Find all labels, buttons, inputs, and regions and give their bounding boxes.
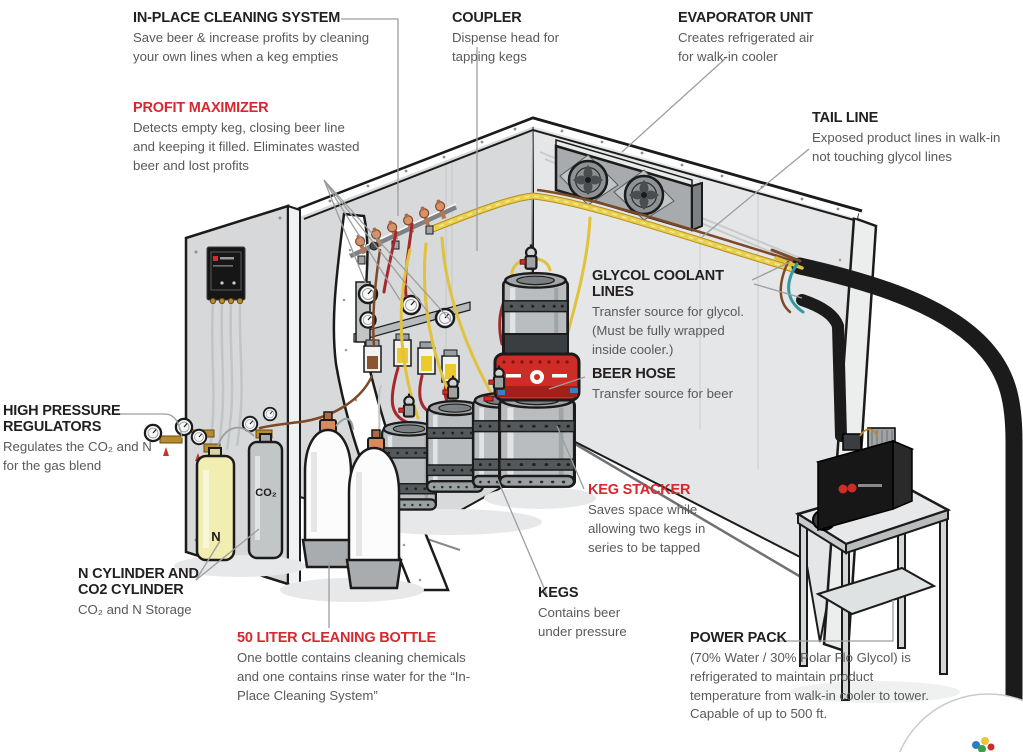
callout-body: Transfer source for glycol. (Must be ful… <box>592 304 744 357</box>
keg-stacker-band <box>493 352 581 402</box>
evaporator-fan <box>567 159 609 201</box>
callout-title: EVAPORATOR UNIT <box>678 10 813 26</box>
callout-coupler: COUPLER Dispense head for tapping kegs <box>452 10 584 67</box>
callout-glycol-coolant-lines: GLYCOL COOLANT LINES Transfer source for… <box>592 268 756 360</box>
callout-body: Contains beer under pressure <box>538 605 627 639</box>
callout-n-and-co2-cylinder: N CYLINDER AND CO2 CYLINDER CO₂ and N St… <box>78 566 238 620</box>
callout-evaporator-unit: EVAPORATOR UNIT Creates refrigerated air… <box>678 10 830 67</box>
cleaning-bottle <box>345 429 403 590</box>
floor-edge-right <box>547 426 807 582</box>
callout-body: One bottle contains cleaning chemicals a… <box>237 650 471 703</box>
callout-title: KEGS <box>538 585 579 601</box>
callout-title: POWER PACK <box>690 630 787 646</box>
callout-body: (70% Water / 30% Polar Flo Glycol) is re… <box>690 650 929 722</box>
callout-kegs: KEGS Contains beer under pressure <box>538 585 648 642</box>
callout-body: Detects empty keg, closing beer line and… <box>133 120 360 173</box>
watermark-badge <box>899 693 1023 752</box>
co2-cylinder-label: CO₂ <box>255 487 277 499</box>
callout-title: IN-PLACE CLEANING SYSTEM <box>133 10 341 26</box>
keg-stack <box>493 271 581 489</box>
callout-body: Save beer & increase profits by cleaning… <box>133 30 370 64</box>
glycol-wall-line <box>428 188 804 276</box>
callout-power-pack: POWER PACK (70% Water / 30% Polar Flo Gl… <box>690 630 930 724</box>
callout-tail-line: TAIL LINE Exposed product lines in walk-… <box>812 110 1018 167</box>
callout-body: Exposed product lines in walk-in not tou… <box>812 130 1001 164</box>
n-cylinder-label: N <box>211 529 220 544</box>
callout-keg-stacker: KEG STACKER Saves space while allowing t… <box>588 482 726 557</box>
callout-in-place-cleaning-system: IN-PLACE CLEANING SYSTEM Save beer & inc… <box>133 10 395 67</box>
parked-couplers <box>355 199 447 255</box>
callout-body: Dispense head for tapping kegs <box>452 30 560 64</box>
ceiling-rail <box>297 116 863 221</box>
profit-maximizer-fan-lines <box>323 179 453 323</box>
trunk-to-tower <box>791 257 1023 752</box>
callout-title: HIGH PRESSURE REGULATORS <box>3 403 121 436</box>
power-pack-table <box>790 482 960 703</box>
callout-body: Saves space while allowing two kegs in s… <box>588 502 706 555</box>
beer-wall-line <box>536 188 801 265</box>
evaporator-fan <box>623 174 665 216</box>
callout-title: TAIL LINE <box>812 110 879 126</box>
callout-title: PROFIT MAXIMIZER <box>133 100 269 116</box>
callout-title: 50 LITER CLEANING BOTTLE <box>237 630 437 646</box>
callout-high-pressure-regulators: HIGH PRESSURE REGULATORS Regulates the C… <box>3 403 165 476</box>
callout-beer-hose: BEER HOSE Transfer source for beer <box>592 366 767 404</box>
red-handle <box>483 395 494 402</box>
trunk-to-power-pack <box>796 294 847 442</box>
power-pack-unit <box>812 427 915 531</box>
callout-title: BEER HOSE <box>592 366 676 382</box>
callout-body: Transfer source for beer <box>592 386 733 402</box>
callout-title: KEG STACKER <box>588 482 691 498</box>
callout-title: N CYLINDER AND CO2 CYLINDER <box>78 566 199 599</box>
cleaning-bottles <box>301 411 403 590</box>
callout-body: Regulates the CO₂ and N for the gas blen… <box>3 439 152 474</box>
evaporator-unit-graphic <box>554 138 703 232</box>
co2-cylinder-graphic: CO₂ <box>247 433 284 560</box>
callout-profit-maximizer: PROFIT MAXIMIZER Detects empty keg, clos… <box>133 100 367 175</box>
fob-detectors <box>353 281 471 383</box>
callout-body: Creates refrigerated air for walk-in coo… <box>678 30 814 64</box>
n-cylinder-graphic: N <box>195 447 236 562</box>
callout-title: GLYCOL COOLANT LINES <box>592 268 724 301</box>
callout-50-liter-cleaning-bottle: 50 LITER CLEANING BOTTLE One bottle cont… <box>237 630 491 705</box>
watermark-logo <box>972 737 995 752</box>
callout-title: COUPLER <box>452 10 522 26</box>
keg-shadows <box>358 487 596 535</box>
leader-lines <box>110 18 894 642</box>
callout-body: CO₂ and N Storage <box>78 602 192 618</box>
